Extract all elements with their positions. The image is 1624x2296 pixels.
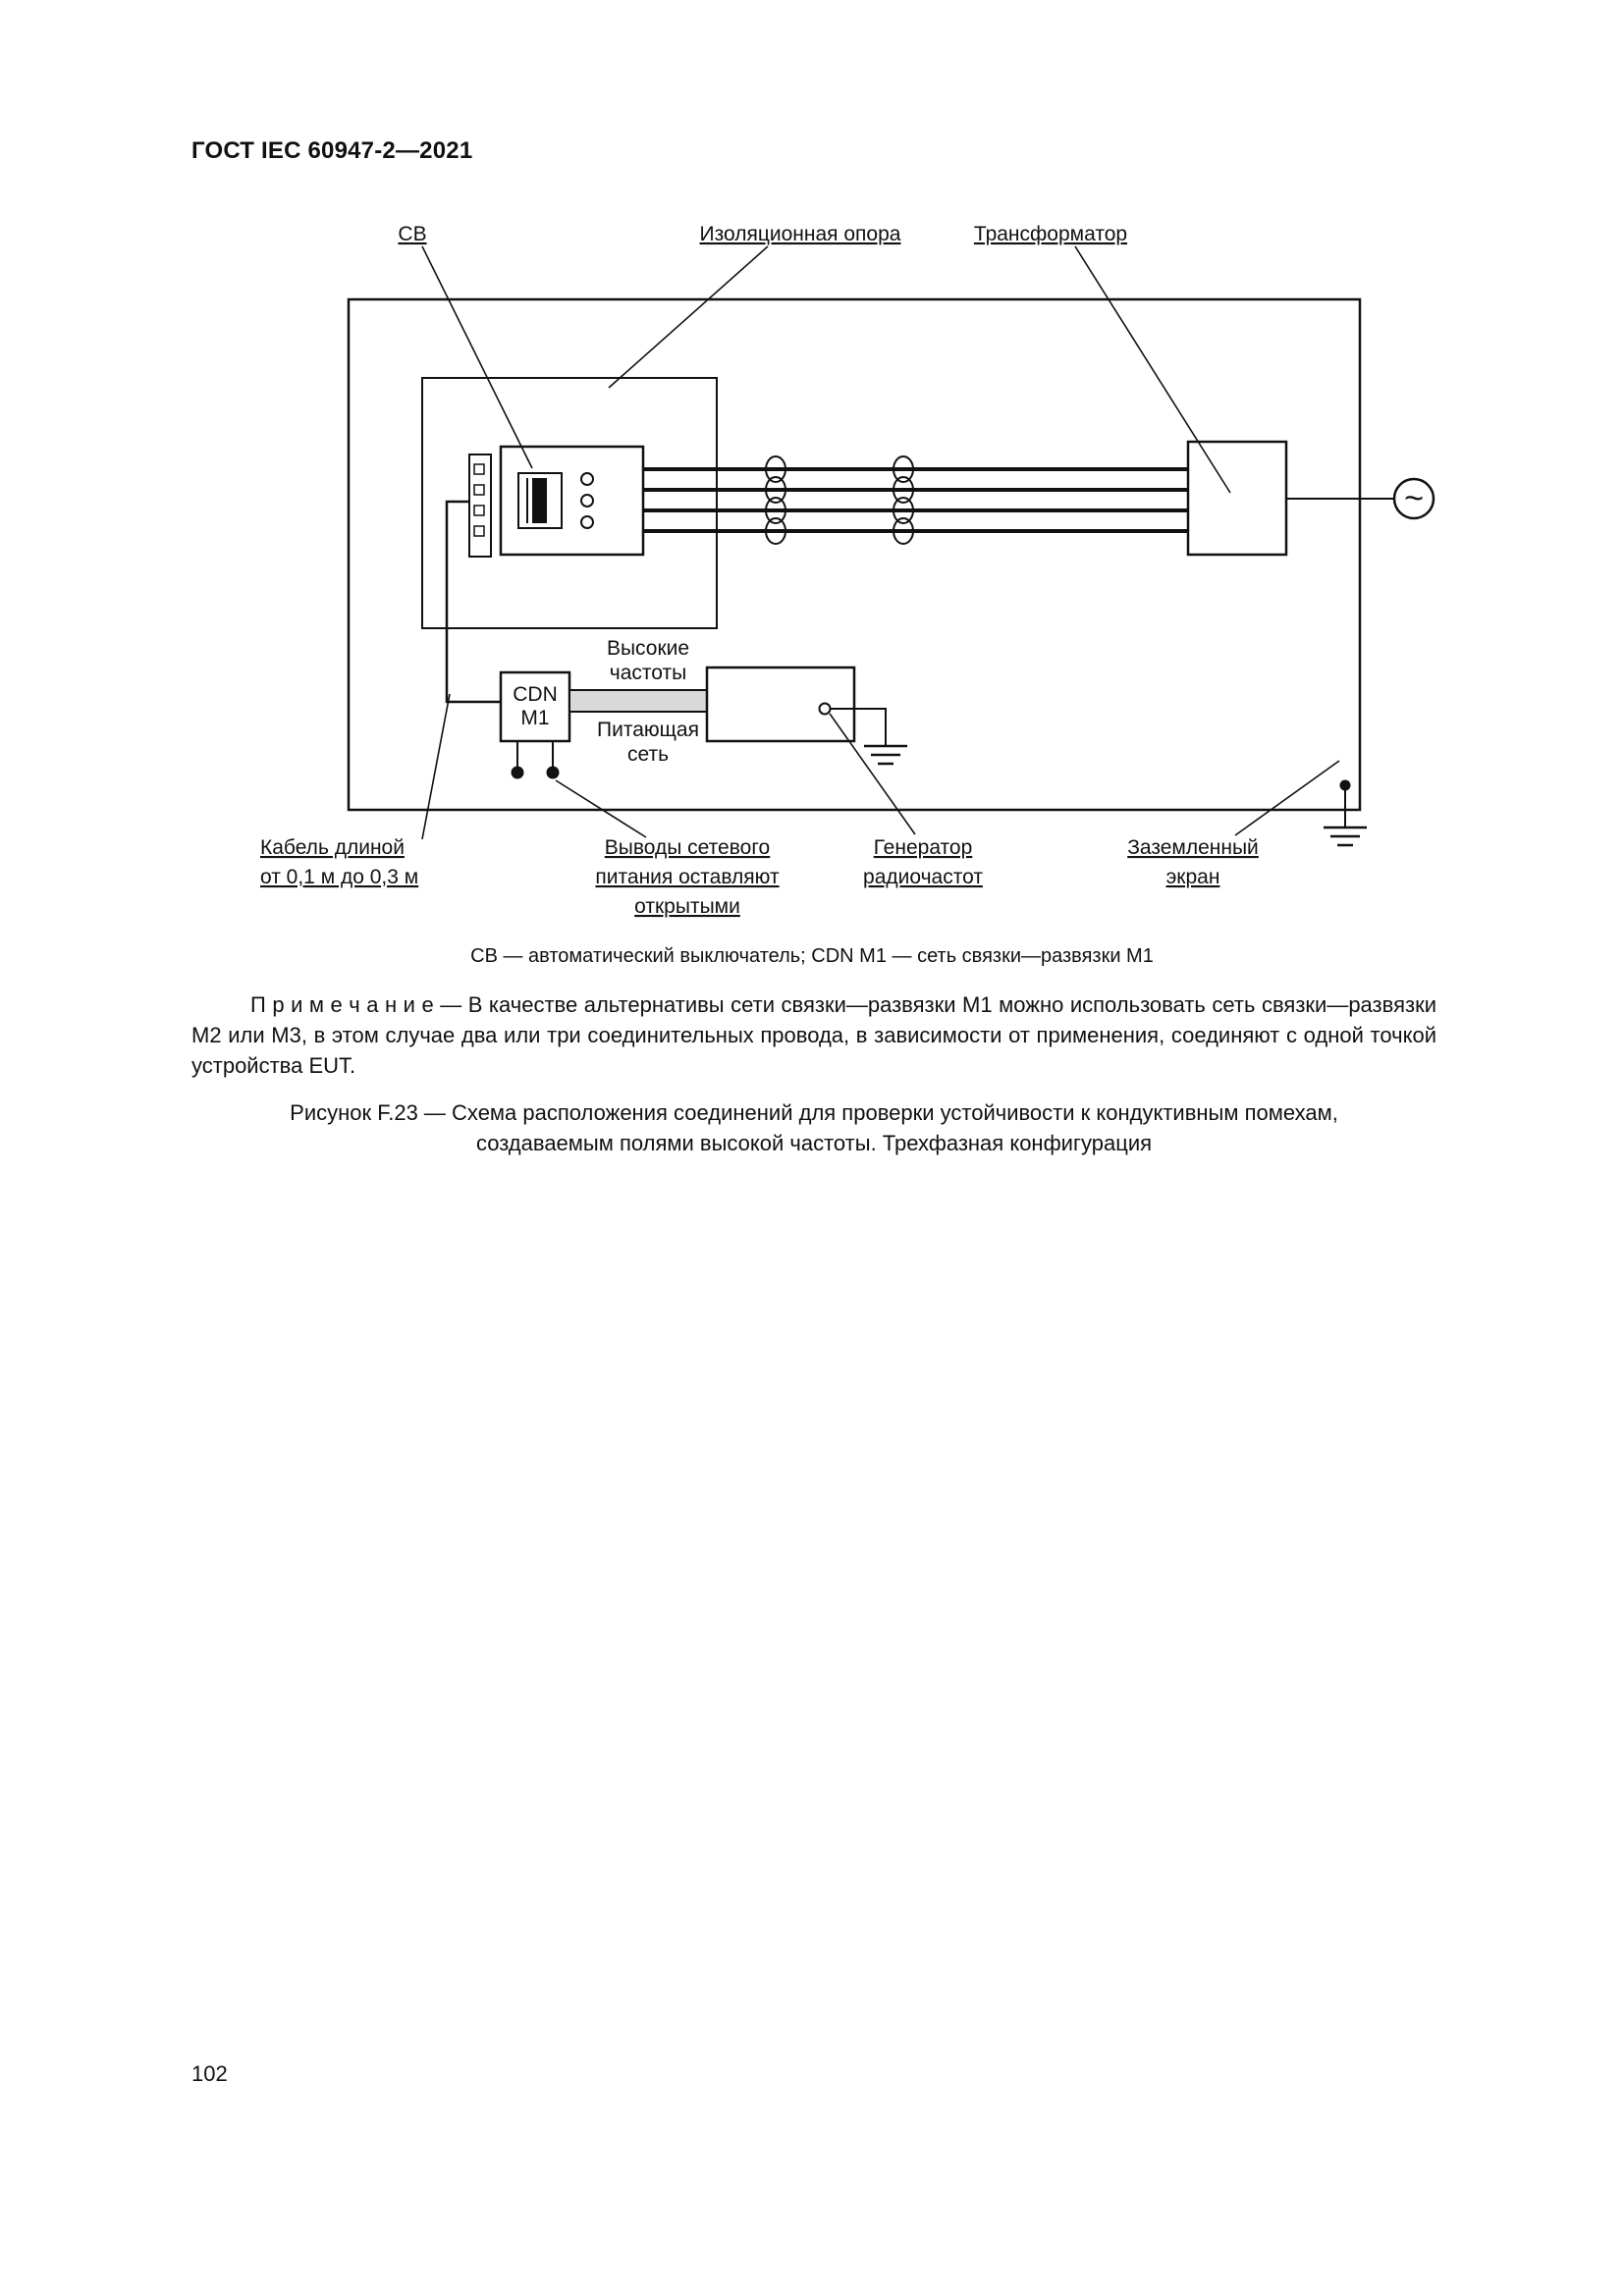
mains-label-line1: Питающая [597, 719, 699, 741]
rf-generator-box [705, 666, 856, 743]
screen-label-line2: экран [1166, 866, 1220, 888]
circuit-diagram-svg: ~ CDN M1 Высокие частоты Питающая сеть [260, 223, 1435, 918]
figure-diagram: ~ CDN M1 Высокие частоты Питающая сеть [187, 211, 1443, 933]
terminals-label-line2: питания оставляют [595, 866, 780, 888]
terminals-label-line1: Выводы сетевого [605, 836, 770, 859]
generator-label-line1: Генератор [874, 836, 973, 859]
circuit-breaker-box [468, 445, 645, 558]
generator-ground-symbol [830, 708, 907, 766]
ac-source: ~ [1286, 477, 1435, 520]
figure-caption: Рисунок F.23 — Схема расположения соедин… [191, 1097, 1436, 1158]
screen-label-line1: Заземленный [1127, 836, 1259, 859]
diagram-legend: СВ — автоматический выключатель; CDN M1 … [470, 945, 1154, 967]
hf-label-line1: Высокие [607, 637, 689, 660]
terminals-label-line3: открытыми [634, 895, 740, 918]
hf-label-line2: частоты [610, 662, 686, 684]
leader-lines [421, 245, 1340, 840]
mains-label-line2: сеть [627, 743, 669, 766]
cable-label-line2: от 0,1 м до 0,3 м [260, 866, 418, 888]
cdn-box: CDN M1 [499, 670, 571, 743]
insulating-support-label: Изоляционная опора [700, 223, 901, 245]
insulating-support-outline [421, 377, 718, 629]
figure-caption-line2: создаваемым полями высокой частоты. Трех… [475, 1131, 1153, 1155]
note-label: П р и м е ч а н и е [250, 992, 434, 1017]
figure-caption-line1: Рисунок F.23 — Схема расположения соедин… [290, 1100, 1338, 1125]
mains-terminal-dots [511, 741, 560, 779]
transformer-box [1186, 440, 1288, 557]
decoupling-loops [765, 455, 914, 545]
note-text: — В качестве альтернативы сети связки—ра… [191, 992, 1436, 1078]
cdn-label-line2: M1 [520, 707, 549, 729]
grounded-screen-outline [347, 297, 1362, 812]
cdn-label-line1: CDN [513, 683, 558, 706]
page-number: 102 [191, 2061, 228, 2086]
transformer-label: Трансформатор [974, 223, 1127, 245]
phase-conductors [643, 467, 1188, 533]
cb-label: СВ [398, 223, 426, 245]
cable-label-line1: Кабель длиной [260, 836, 405, 859]
coax-bar [568, 689, 708, 713]
note-paragraph: П р и м е ч а н и е — В качестве альтерн… [191, 989, 1436, 1081]
generator-label-line2: радиочастот [863, 866, 983, 888]
document-header: ГОСТ IEC 60947-2—2021 [191, 137, 473, 164]
ac-symbol: ~ [1404, 480, 1424, 517]
screen-ground-symbol [1324, 779, 1367, 847]
cable-path [445, 500, 501, 704]
